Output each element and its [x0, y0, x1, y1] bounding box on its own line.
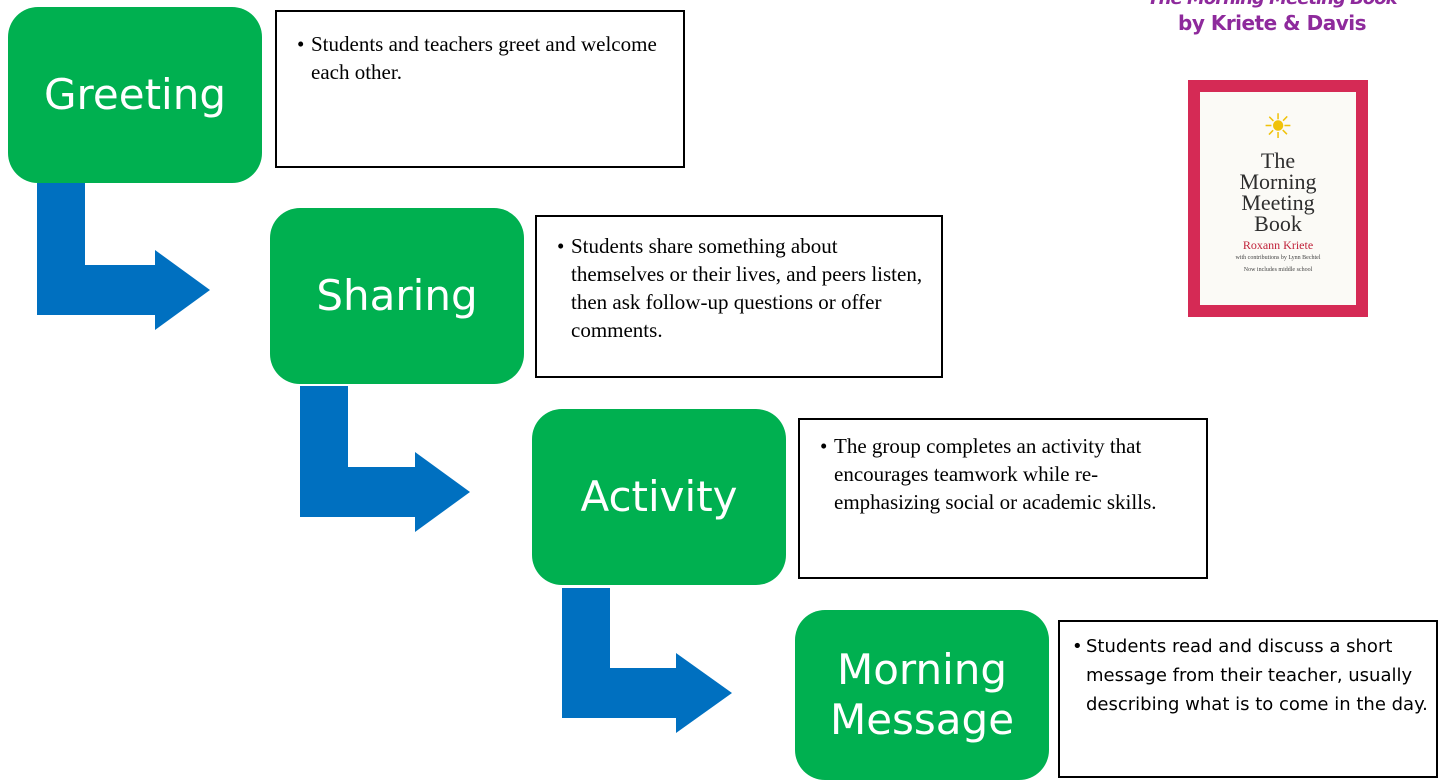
- activity-description: The group completes an activity that enc…: [816, 432, 1194, 516]
- step-greeting: Greeting: [8, 7, 262, 183]
- arrow-greeting-to-sharing: [37, 183, 210, 330]
- sharing-description-box: Students share something about themselve…: [535, 215, 943, 378]
- activity-description-box: The group completes an activity that enc…: [798, 418, 1208, 579]
- book-cover-page: ☀ The Morning Meeting Book Roxann Kriete…: [1200, 92, 1356, 305]
- book-title: The Morning Meeting Book: [1112, 0, 1432, 9]
- greeting-description: Students and teachers greet and welcome …: [293, 30, 671, 86]
- step-activity: Activity: [532, 409, 786, 585]
- step-sharing: Sharing: [270, 208, 524, 384]
- step-greeting-label: Greeting: [44, 69, 226, 119]
- morning-message-description-box: Students read and discuss a short messag…: [1058, 620, 1438, 778]
- cover-title-line3: Meeting: [1241, 190, 1315, 215]
- book-title-block: The Morning Meeting Book by Kriete & Dav…: [1112, 0, 1432, 35]
- cover-contributions: with contributions by Lynn Bechtel: [1235, 255, 1321, 261]
- arrow-sharing-to-activity: [300, 386, 470, 532]
- cover-title-line2: Morning: [1239, 169, 1317, 194]
- sharing-description: Students share something about themselve…: [553, 232, 925, 344]
- step-morning-message: Morning Message: [795, 610, 1049, 780]
- step-morning-message-label: Morning Message: [829, 644, 1015, 744]
- step-sharing-label: Sharing: [316, 270, 478, 320]
- cover-title-line1: The: [1260, 148, 1296, 173]
- sun-icon: ☀: [1262, 109, 1294, 146]
- cover-title-line4: Book: [1254, 211, 1302, 236]
- step-activity-label: Activity: [580, 471, 738, 521]
- book-authors: by Kriete & Davis: [1178, 11, 1366, 35]
- cover-note: Now includes middle school: [1243, 267, 1313, 273]
- greeting-description-box: Students and teachers greet and welcome …: [275, 10, 685, 168]
- book-cover-image: ☀ The Morning Meeting Book Roxann Kriete…: [1188, 80, 1368, 317]
- morning-message-description: Students read and discuss a short messag…: [1068, 632, 1428, 719]
- cover-author: Roxann Kriete: [1242, 238, 1314, 252]
- arrow-activity-to-message: [562, 588, 732, 733]
